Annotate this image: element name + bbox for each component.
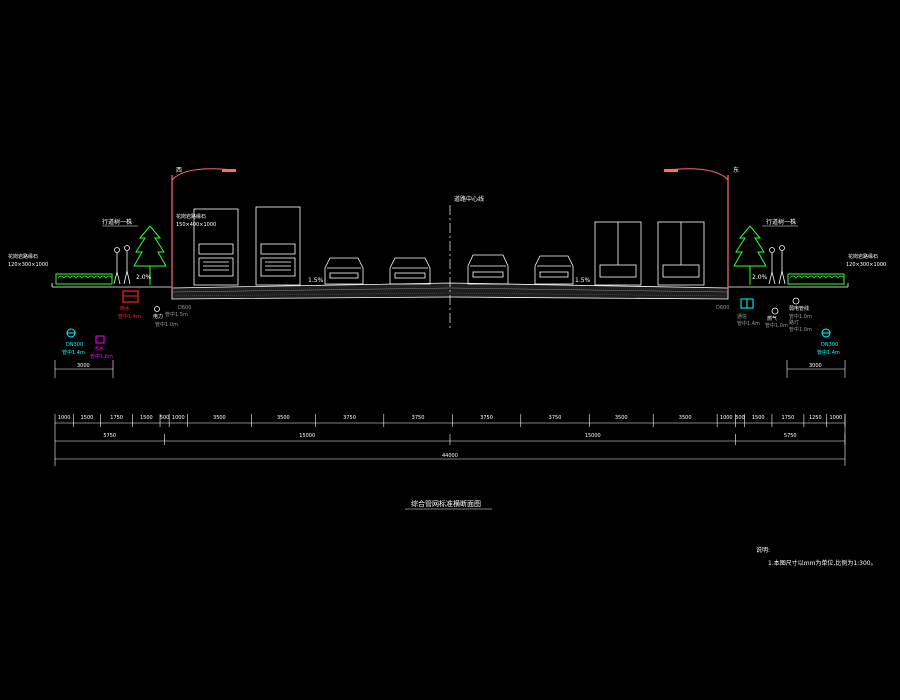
truck-icon — [255, 206, 301, 286]
slope-left-walk: 2.0% — [136, 274, 152, 281]
pipe-left-2-label: 电力 — [153, 313, 163, 320]
road-center-label: 道路中心线 — [454, 195, 484, 203]
slope-right-road: 1.5% — [575, 277, 591, 284]
pipe-left-2-sub: 管中1.0m — [155, 321, 178, 328]
notes-line-1: 1.本图尺寸以mm为单位,比例为1:300。 — [768, 559, 877, 567]
street-lamp-right — [664, 168, 729, 290]
slope-right-walk: 2.0% — [752, 274, 768, 281]
car-icon — [389, 257, 431, 285]
car-icon — [324, 257, 364, 285]
dimension-value: 3500 — [277, 415, 290, 421]
pipe-white-icon — [792, 297, 800, 305]
pipe-white-icon — [154, 306, 160, 312]
flower-bed-right — [787, 273, 845, 285]
pipe-left-1-label: 雨水 — [120, 305, 130, 312]
pipe-white-icon — [771, 307, 779, 315]
pipe-span-left-label: 3000 — [77, 363, 90, 369]
pipe-right-2-sub: 管中1.4m — [737, 320, 760, 327]
car-icon — [467, 254, 509, 285]
pipe-span-right — [786, 360, 846, 378]
dimension-value: 500 — [160, 415, 170, 421]
pipe-right-1-sub: 管中1.4m — [817, 349, 840, 356]
dimension-value: 5750 — [103, 433, 116, 439]
curb-left-dim: 150×400×1000 — [176, 222, 216, 228]
dimension-value: 1000 — [720, 415, 733, 421]
tree-right-label: 行道树一株 — [766, 218, 796, 226]
pipe-cyan-icon — [66, 328, 76, 338]
pipe-right-3-sub: 管中1.0m — [765, 322, 788, 329]
pipe-span-left — [54, 360, 114, 378]
dimension-total: 44000 — [442, 453, 458, 459]
west-label: 西 — [176, 167, 182, 174]
flower-bed-right-dim: 120×300×1000 — [846, 262, 886, 268]
car-icon — [534, 255, 574, 285]
pipe-right-6-label: 路灯 — [789, 319, 799, 326]
pipe-left-1-sub: 管中1.4m — [118, 313, 141, 320]
dimension-value: 1750 — [110, 415, 123, 421]
dimension-value: 5750 — [784, 433, 797, 439]
notes-heading: 说明: — [756, 546, 770, 554]
pipe-red-icon — [122, 290, 139, 303]
drawing-title: 综合管网标准横断面图 — [411, 499, 481, 508]
pipe-span-right-label: 3000 — [809, 363, 822, 369]
flower-bed-left — [55, 273, 113, 285]
pipe-right-6-sub: 管中1.0m — [789, 326, 812, 333]
pipe-magenta-icon — [95, 335, 105, 344]
dimension-value: 1000 — [829, 415, 842, 421]
pipe-left-3-label: D600 — [178, 305, 191, 311]
dimension-row-2: 5750 15000 15000 5750 — [103, 433, 846, 445]
pipe-right-5-label: D600 — [716, 305, 729, 311]
tree-left-label: 行道树一株 — [102, 218, 132, 226]
dimension-value: 15000 — [299, 433, 315, 439]
dimension-value: 1500 — [140, 415, 153, 421]
pipe-right-2-label: 通信 — [737, 313, 747, 320]
pedestrian-left-icon — [113, 245, 131, 285]
tree-right-icon — [733, 225, 767, 285]
dimension-value: 3750 — [343, 415, 356, 421]
dimension-value: 1750 — [782, 415, 795, 421]
dimension-value: 500 — [735, 415, 745, 421]
dimension-value: 3750 — [412, 415, 425, 421]
dimension-value: 15000 — [585, 433, 601, 439]
dimension-value: 1250 — [809, 415, 822, 421]
pipe-left-5-sub: 管中1.6m — [90, 353, 113, 360]
dimension-value: 3750 — [549, 415, 562, 421]
dimension-value: 1500 — [81, 415, 94, 421]
tree-left-icon — [133, 225, 167, 285]
pedestrian-right-icon — [768, 245, 786, 285]
pipe-left-4-label: DN300 — [66, 342, 83, 348]
dimension-value: 3500 — [679, 415, 692, 421]
flower-bed-right-label: 花岗岩路缘石 — [848, 253, 878, 260]
pipe-left-3-sub: 管中1.5m — [165, 311, 188, 318]
east-label: 东 — [733, 166, 739, 174]
pipe-left-4-sub: 管中1.4m — [62, 349, 85, 356]
pipe-left-5-label: 污水 — [94, 345, 104, 352]
dimension-value: 3750 — [480, 415, 493, 421]
dimension-value: 3500 — [213, 415, 226, 421]
flower-bed-left-label: 花岗岩路缘石 — [8, 253, 38, 260]
dimension-value: 1000 — [58, 415, 71, 421]
flower-bed-left-dim: 120×300×1000 — [8, 262, 48, 268]
pipe-right-4-label: 弱电管线 — [789, 305, 809, 312]
dimension-value: 3500 — [615, 415, 628, 421]
pipe-right-4-sub: 管中1.0m — [789, 313, 812, 320]
slope-left-road: 1.5% — [308, 277, 324, 284]
truck-icon — [193, 208, 239, 286]
curb-left-label: 花岗岩路缘石 — [176, 213, 206, 220]
dimension-value: 1500 — [752, 415, 765, 421]
truck-icon — [657, 221, 705, 286]
pipe-right-1-label: DN300 — [821, 342, 838, 348]
truck-icon — [594, 221, 642, 286]
street-lamp-left — [171, 168, 236, 290]
pipe-cyan-icon — [821, 328, 831, 338]
pipe-right-3-label: 燃气 — [767, 315, 777, 322]
pipe-cyan-box-icon — [740, 298, 754, 309]
dimension-value: 1000 — [172, 415, 185, 421]
